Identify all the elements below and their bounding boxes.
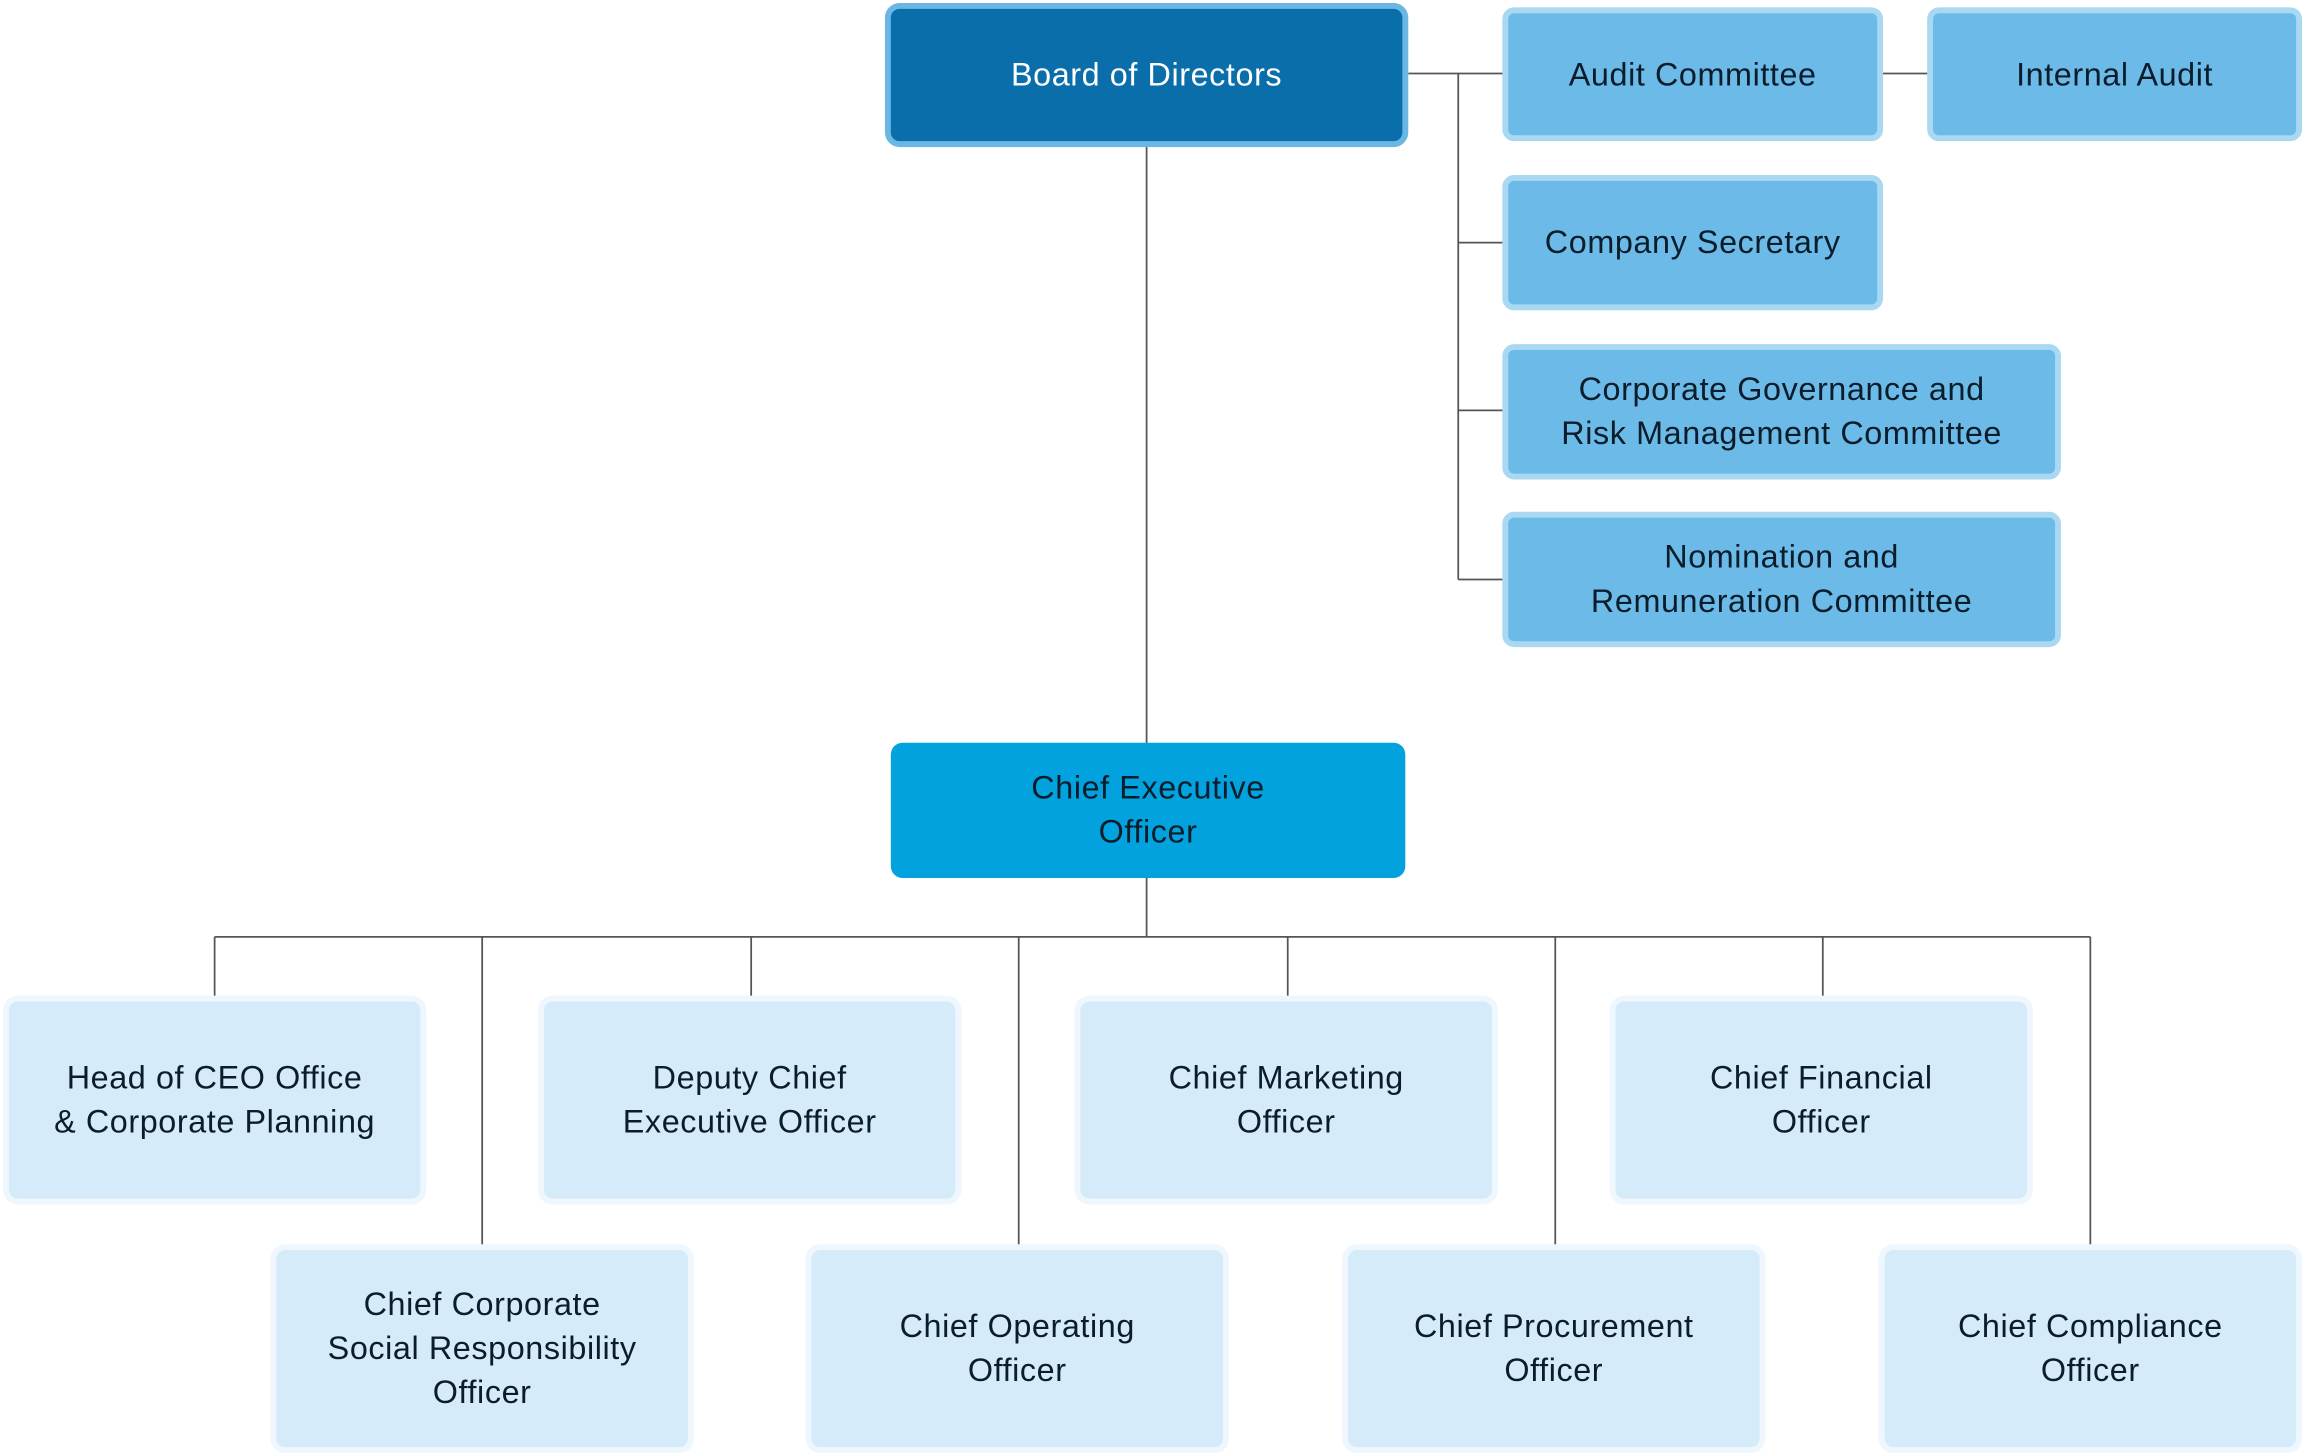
cco-box: Chief Compliance Officer xyxy=(1878,1244,2303,1454)
nomination-committee-box: Nomination and Remuneration Committee xyxy=(1502,511,2061,648)
ccsr-box: Chief Corporate Social Responsibility Of… xyxy=(270,1244,694,1454)
head-ceo-office-box: Head of CEO Office & Corporate Planning xyxy=(2,995,427,1205)
coo-box: Chief Operating Officer xyxy=(805,1244,1229,1454)
ceo-box: Chief Executive Officer xyxy=(890,742,1406,879)
cfo-box: Chief Financial Officer xyxy=(1609,995,2034,1205)
cpo-box: Chief Procurement Officer xyxy=(1342,1244,1766,1454)
audit-committee-box: Audit Committee xyxy=(1502,7,1884,142)
governance-committee-box: Corporate Governance and Risk Management… xyxy=(1502,344,2061,480)
company-secretary-box: Company Secretary xyxy=(1502,175,1884,311)
board-of-directors-box: Board of Directors xyxy=(884,2,1409,148)
deputy-ceo-box: Deputy Chief Executive Officer xyxy=(538,995,962,1205)
cmo-box: Chief Marketing Officer xyxy=(1074,995,1498,1205)
internal-audit-box: Internal Audit xyxy=(1927,7,2303,142)
